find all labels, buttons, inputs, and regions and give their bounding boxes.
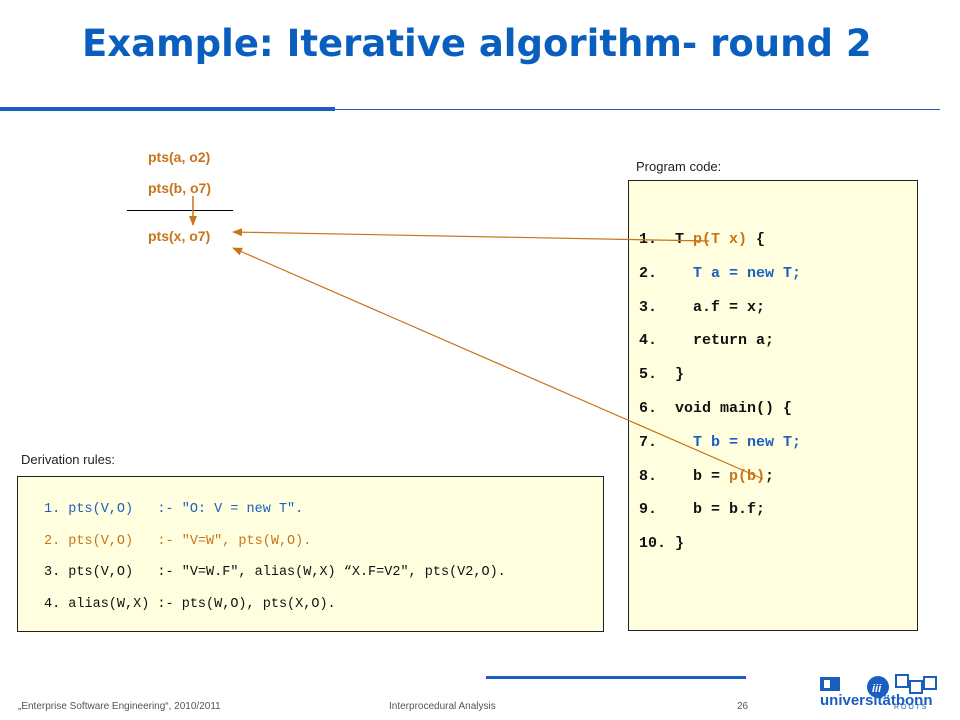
- derivation-rules-box: 1. pts(V,O) :- "O: V = new T". 2. pts(V,O…: [17, 476, 604, 632]
- code-token: return a;: [657, 332, 775, 350]
- code-line-9: 9. b = b.f;: [639, 501, 765, 518]
- code-line-7: 7. T b = new T;: [639, 434, 801, 451]
- code-token: T: [657, 231, 694, 248]
- call-site-to-param-arrow: [232, 228, 710, 242]
- footer-course: „Enterprise Software Engineering“, 2010/…: [18, 701, 221, 712]
- derivation-rule-3: 3. pts(V,O) :- "V=W.F", alias(W,X) “X.F=…: [44, 565, 506, 580]
- code-token: T b = new T;: [657, 433, 802, 451]
- code-line-10: 10. }: [639, 535, 684, 552]
- premise-pts-a-o2: pts(a, o2): [148, 149, 211, 165]
- code-line-number: 7.: [639, 433, 658, 451]
- program-code-label: Program code:: [636, 159, 722, 174]
- code-token: p(b): [729, 467, 766, 485]
- title-underline-thin: [335, 109, 940, 110]
- derivation-rule-1: 1. pts(V,O) :- "O: V = new T".: [44, 502, 304, 517]
- argument-to-param-arrow: [232, 247, 764, 480]
- derivation-rules-label: Derivation rules:: [21, 452, 115, 467]
- code-line-number: 3.: [639, 298, 658, 316]
- code-token: p(T x): [693, 231, 748, 248]
- footer-accent-bar: [486, 676, 746, 679]
- footer-topic: Interprocedural Analysis: [389, 701, 496, 712]
- derivation-rule-2: 2. pts(V,O) :- "V=W", pts(W,O).: [44, 533, 312, 549]
- code-line-1: 1. T p(T x) {: [639, 231, 765, 248]
- code-token: b = b.f;: [657, 501, 766, 519]
- code-token: void main() {: [657, 400, 793, 417]
- code-line-3: 3. a.f = x;: [639, 299, 765, 316]
- code-line-5: 5. }: [639, 366, 684, 383]
- code-token: {: [747, 231, 766, 248]
- code-token: }: [666, 535, 685, 553]
- roots-wordmark: R O O T S: [894, 704, 927, 711]
- code-token: a.f = x;: [657, 298, 766, 316]
- code-line-6: 6. void main() {: [639, 400, 792, 417]
- code-line-number: 5.: [639, 366, 658, 384]
- code-line-number: 6.: [639, 400, 658, 417]
- code-token: T a = new T;: [657, 264, 802, 282]
- inference-bar: [127, 210, 233, 211]
- slide-title: Example: Iterative algorithm- round 2: [82, 22, 872, 65]
- code-line-number: 8.: [639, 467, 658, 485]
- code-line-4: 4. return a;: [639, 332, 774, 349]
- premise-pts-b-o7: pts(b, o7): [148, 180, 211, 196]
- code-token: }: [657, 366, 685, 384]
- code-line-number: 2.: [639, 264, 658, 282]
- code-token: b =: [657, 467, 730, 485]
- code-line-number: 10.: [639, 535, 667, 553]
- code-token: ;: [765, 467, 775, 485]
- derivation-rule-4: 4. alias(W,X) :- pts(W,O), pts(X,O).: [44, 596, 336, 612]
- footer-page-number: 26: [737, 701, 749, 712]
- code-line-number: 9.: [639, 501, 658, 519]
- program-code-box: 1. T p(T x) { 2. T a = new T; 3. a.f = x; 4…: [628, 180, 918, 631]
- conclusion-pts-x-o7: pts(x, o7): [148, 228, 211, 244]
- code-line-2: 2. T a = new T;: [639, 265, 801, 282]
- university-bonn-logo: universitätbonn iii R O O T S: [820, 674, 937, 711]
- code-line-number: 4.: [639, 332, 658, 350]
- university-wordmark: universitätbonn: [820, 692, 933, 709]
- title-underline-thick: [0, 107, 335, 111]
- svg-text:iii: iii: [872, 683, 882, 695]
- code-line-8: 8. b = p(b);: [639, 468, 774, 485]
